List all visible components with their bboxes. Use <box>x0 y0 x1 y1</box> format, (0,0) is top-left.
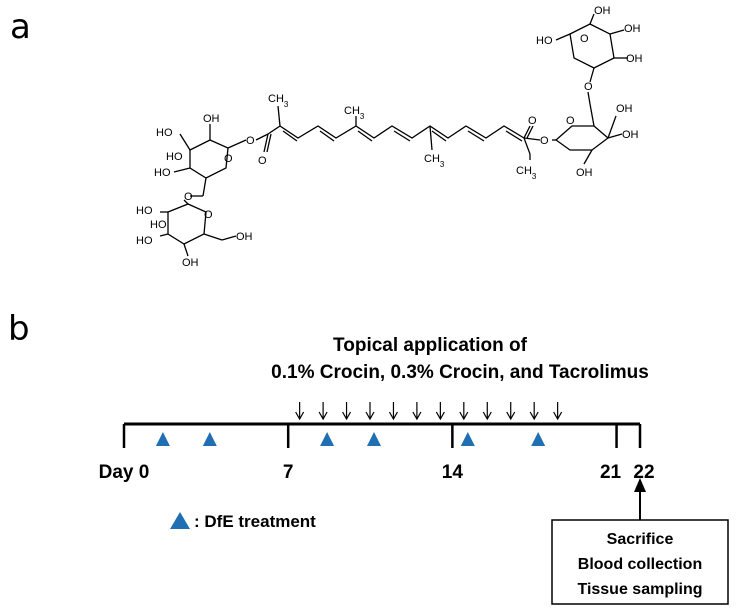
atom-ch3: CH3 <box>424 153 445 169</box>
atom-oh: OH <box>594 5 611 17</box>
dfe-treatment-marker <box>320 432 335 446</box>
dfe-treatment-marker <box>155 432 170 446</box>
dfe-treatment-marker <box>367 432 381 446</box>
atom-oh: OH <box>203 113 220 125</box>
application-arrow-head <box>459 411 469 421</box>
atom-o: O <box>224 153 233 165</box>
left-lower-sugar-ring: HO HO HO OH OH O <box>136 199 253 269</box>
atom-o: O <box>184 191 193 203</box>
atom-ch3: CH3 <box>516 165 537 181</box>
application-arrow-head <box>482 411 492 421</box>
atom-oh: OH <box>236 231 253 243</box>
polyene-double-bonds <box>282 130 523 142</box>
right-upper-sugar-ring: HO OH OH OH O <box>536 5 643 83</box>
atom-o: O <box>580 33 589 45</box>
right-lower-sugar-ring: O O OH OH OH <box>552 81 639 179</box>
endpoint-tissue-sampling: Tissue sampling <box>577 581 702 598</box>
application-arrow-head <box>388 411 398 421</box>
atom-oh: OH <box>182 257 199 269</box>
right-ester: O CH3 O <box>516 115 549 181</box>
atom-ho: HO <box>156 127 173 139</box>
application-arrow-head <box>435 411 445 421</box>
polyene-chain <box>279 125 525 139</box>
atom-ho: HO <box>166 151 183 163</box>
left-ester: O CH3 <box>255 93 289 167</box>
atom-ho: HO <box>536 35 553 47</box>
application-title-line2: 0.1% Crocin, 0.3% Crocin, and Tacrolimus <box>271 362 649 383</box>
dfe-treatment-marker <box>531 432 546 446</box>
endpoint-box: Sacrifice Blood collection Tissue sampli… <box>551 519 729 605</box>
atom-oh: OH <box>616 103 633 115</box>
dfe-treatment-marker <box>202 432 217 446</box>
atom-oh: OH <box>626 53 643 65</box>
atom-ho: HO <box>136 235 153 247</box>
atom-o: O <box>584 81 593 93</box>
panel-b-label: b <box>8 309 30 349</box>
day-label: 14 <box>442 462 464 483</box>
endpoint-sacrifice: Sacrifice <box>607 531 674 548</box>
atom-oh: OH <box>622 129 639 141</box>
application-title-line1: Topical application of <box>333 335 528 356</box>
atom-ho: HO <box>136 205 153 217</box>
application-arrow-head <box>318 411 328 421</box>
atom-ch3: CH3 <box>268 93 289 109</box>
atom-o: O <box>204 209 213 221</box>
crocin-structure: OH HO HO HO O O O HO HO HO OH OH O <box>136 5 643 269</box>
atom-o: O <box>258 155 267 167</box>
atom-o: O <box>540 135 549 147</box>
application-arrow-head <box>412 411 422 421</box>
application-arrow-head <box>506 411 516 421</box>
experimental-timeline: Day 0 7 14 21 22 <box>99 402 655 483</box>
day-label: 7 <box>283 462 294 483</box>
application-arrow-head <box>365 411 375 421</box>
atom-o: O <box>528 115 537 127</box>
application-arrow-head <box>529 411 539 421</box>
atom-ho: HO <box>150 219 167 231</box>
dfe-legend-marker <box>170 512 190 529</box>
application-arrow-head <box>342 411 352 421</box>
day-label: 22 <box>633 462 654 483</box>
panel-a-label: a <box>10 7 31 47</box>
dfe-legend: : DfE treatment <box>170 512 316 531</box>
endpoint-blood-collection: Blood collection <box>578 556 702 573</box>
application-arrow-head <box>295 411 305 421</box>
atom-oh: OH <box>576 167 593 179</box>
atom-oh: OH <box>624 23 641 35</box>
atom-o: O <box>246 135 255 147</box>
endpoint-arrow <box>634 478 646 520</box>
dfe-legend-label: : DfE treatment <box>194 512 316 531</box>
dfe-treatment-marker <box>460 432 475 446</box>
day-label: Day 0 <box>99 462 150 483</box>
atom-ho: HO <box>154 167 171 179</box>
day-label: 21 <box>600 462 622 483</box>
application-arrow-head <box>553 411 563 421</box>
left-upper-sugar-ring: OH HO HO HO O O O <box>154 113 255 203</box>
atom-o: O <box>566 115 575 127</box>
atom-ch3: CH3 <box>344 105 365 121</box>
